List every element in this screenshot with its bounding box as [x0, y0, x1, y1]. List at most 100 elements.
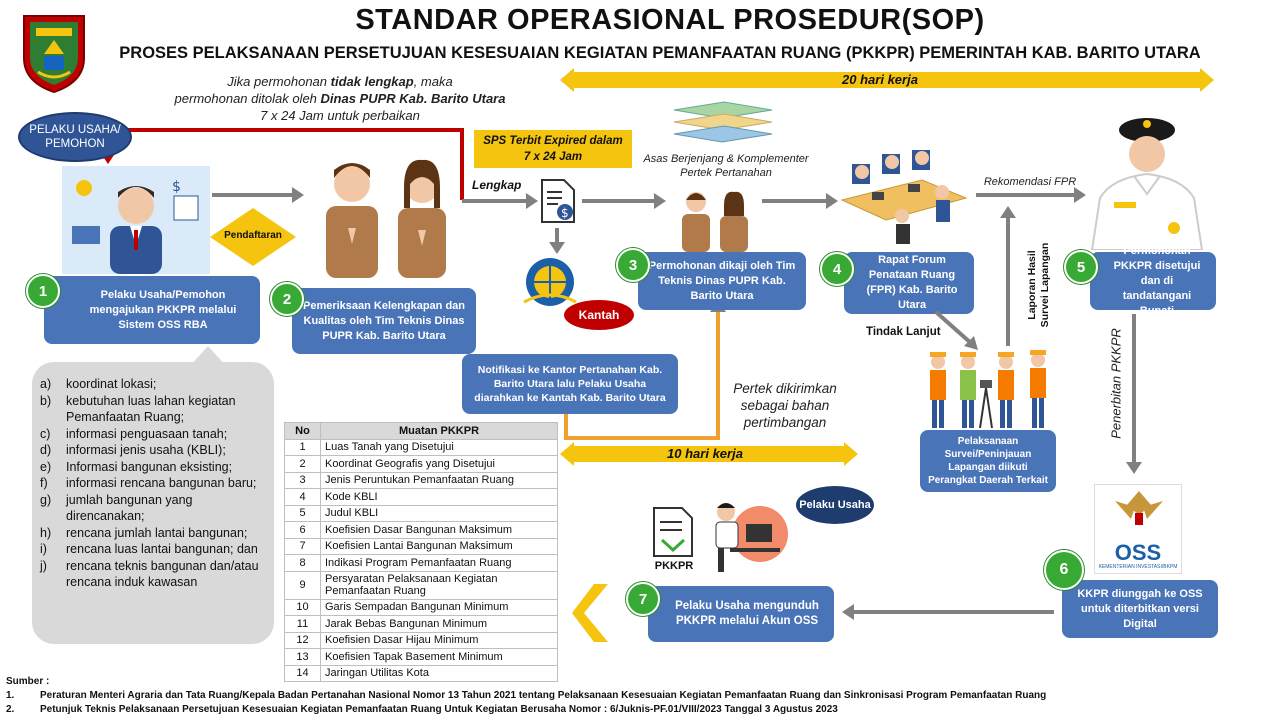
requirement-item: d)informasi jenis usaha (KBLI); [40, 442, 270, 459]
table-cell-no: 5 [284, 504, 321, 522]
requirement-letter: i) [40, 542, 47, 556]
table-cell-muatan: Koefisien Tapak Basement Minimum [320, 648, 558, 666]
penerbitan-label: Penerbitan PKKPR [1108, 328, 1124, 439]
sps-note: SPS Terbit Expired dalam 7 x 24 Jam [474, 130, 632, 168]
table-cell-muatan: Koefisien Dasar Bangunan Maksimum [320, 521, 558, 539]
requirement-text: informasi penguasaan tanah; [66, 426, 228, 441]
officers-small-illustration [676, 186, 756, 252]
arrow-tindak-lanjut [934, 310, 984, 354]
table-cell-no: 8 [284, 554, 321, 572]
arrow-doc-3 [582, 199, 656, 203]
table-cell-no: 4 [284, 488, 321, 506]
arrow-6-7 [854, 610, 1054, 614]
requirement-item: e)Informasi bangunan eksisting; [40, 459, 270, 476]
penerbitan-label-wrap: Penerbitan PKKPR [1096, 320, 1136, 450]
table-cell-muatan: Judul KBLI [320, 504, 558, 522]
pkkpr-document-icon [650, 506, 696, 558]
table-cell-no: 12 [284, 631, 321, 649]
arrow-doc-kantah [555, 228, 559, 244]
table-cell-no: 9 [284, 570, 321, 600]
pertek-note: Pertek dikirimkan sebagai bahan pertimba… [733, 381, 837, 430]
table-cell-muatan: Garis Sempadan Bangunan Minimum [320, 598, 558, 616]
table-cell-muatan: Persyaratan Pelaksanaan Kegiatan Pemanfa… [320, 570, 558, 600]
oss-logo-sub: KEMENTERIAN INVESTASI/BKPM [1098, 564, 1178, 570]
requirement-letter: j) [40, 558, 47, 573]
pkkpr-doc-label: PKKPR [654, 560, 694, 572]
requirement-letter: c) [40, 426, 51, 441]
requirement-text: informasi rencana bangunan baru; [66, 476, 257, 490]
chevron-left-icon [570, 582, 610, 644]
arrow-6-7-head [842, 604, 854, 620]
requirement-item: i)rencana luas lantai bangunan; dan [40, 541, 270, 558]
requirement-text: rencana teknis bangunan dan/atau rencana… [66, 558, 259, 590]
requirement-letter: g) [40, 492, 52, 507]
map-layers-illustration [664, 100, 782, 150]
arrow-2-doc-head [526, 193, 538, 209]
arrow-5-6-head [1126, 462, 1142, 474]
page-title: STANDAR OPERASIONAL PROSEDUR(SOP) [355, 4, 985, 36]
notifikasi-box: Notifikasi ke Kantor Pertanahan Kab. Bar… [462, 354, 678, 414]
businessman-illustration: $ [62, 166, 210, 274]
arrow-3-4-head [826, 193, 838, 209]
step-4-number: 4 [820, 252, 854, 286]
step-2-number: 2 [270, 282, 304, 316]
arrow-laporan-up-head [1000, 206, 1016, 218]
page-subtitle: PROSES PELAKSANAAN PERSETUJUAN KESESUAIA… [119, 44, 1201, 62]
sumber-section: Sumber : 1. Peraturan Menteri Agraria da… [6, 675, 1046, 717]
asas-note: Asas Berjenjang & Komplementer Pertek Pe… [643, 153, 809, 179]
requirement-text: Informasi bangunan eksisting; [66, 459, 233, 474]
table-cell-muatan: Luas Tanah yang Disetujui [320, 438, 558, 456]
pertek-line-down [564, 414, 568, 438]
table-cell-no: 11 [284, 615, 321, 633]
table-header-no: No [284, 422, 321, 440]
table-cell-muatan: Jenis Peruntukan Pemanfaatan Ruang [320, 471, 558, 489]
table-cell-muatan: Jaringan Utilitas Kota [320, 664, 558, 682]
arrow-1-2-head [292, 187, 304, 203]
requirement-item: c) informasi penguasaan tanah; [40, 426, 270, 443]
step-7-box: Pelaku Usaha mengunduh PKKPR melalui Aku… [648, 586, 834, 642]
step-1-number: 1 [26, 274, 60, 308]
step-3-number: 3 [616, 248, 650, 282]
bupati-illustration [1082, 110, 1212, 251]
arrow-doc-3-head [654, 193, 666, 209]
requirements-list: a)koordinat lokasi;b)kebutuhan luas laha… [40, 376, 270, 591]
arrow-5-6 [1132, 314, 1136, 464]
table-header-muatan: Muatan PKKPR [320, 422, 558, 440]
step-4-box: Rapat Forum Penataan Ruang (FPR) Kab. Ba… [844, 252, 974, 314]
oss-logo-text: OSS [1114, 540, 1162, 565]
timebar-middle-right-head [844, 442, 858, 466]
timebar-middle-label: 10 hari kerja [667, 446, 743, 461]
arrow-4-5-head [1074, 187, 1086, 203]
arrow-2-doc [462, 199, 528, 203]
table-cell-muatan: Jarak Bebas Bangunan Minimum [320, 615, 558, 633]
reject-line-top [108, 128, 462, 132]
requirement-item: j) rencana teknis bangunan dan/atau renca… [40, 558, 270, 591]
requirement-letter: a) [40, 377, 52, 391]
reject-line-right [460, 128, 464, 200]
pertek-line-up [716, 312, 720, 440]
svg-text:$: $ [561, 206, 569, 220]
table-cell-no: 13 [284, 648, 321, 666]
kantah-badge: Kantah [564, 300, 634, 330]
table-cell-no: 7 [284, 537, 321, 555]
step-6-box: KKPR diunggah ke OSS untuk diterbitkan v… [1062, 580, 1218, 638]
arrow-laporan-up [1006, 216, 1010, 346]
pendaftaran-diamond [208, 206, 298, 268]
table-cell-muatan: Koefisien Lantai Bangunan Maksimum [320, 537, 558, 555]
table-cell-muatan: Koordinat Geografis yang Disetujui [320, 455, 558, 473]
timebar-top-right-head [1200, 68, 1214, 92]
pertek-line-bottom [564, 436, 720, 440]
sumber-item: 2. Petunjuk Teknis Pelaksanaan Persetuju… [6, 704, 838, 715]
meeting-illustration [832, 142, 972, 248]
pelaku-usaha-oval: Pelaku Usaha [796, 486, 874, 524]
officers-illustration [312, 148, 462, 278]
lengkap-label: Lengkap [472, 178, 522, 192]
requirement-letter: b) [40, 393, 52, 408]
sumber-item: 1. Peraturan Menteri Agraria dan Tata Ru… [6, 690, 1047, 701]
step-1-box: Pelaku Usaha/Pemohon mengajukan PKKPR me… [44, 276, 260, 344]
requirement-item: f)informasi rencana bangunan baru; [40, 475, 270, 492]
